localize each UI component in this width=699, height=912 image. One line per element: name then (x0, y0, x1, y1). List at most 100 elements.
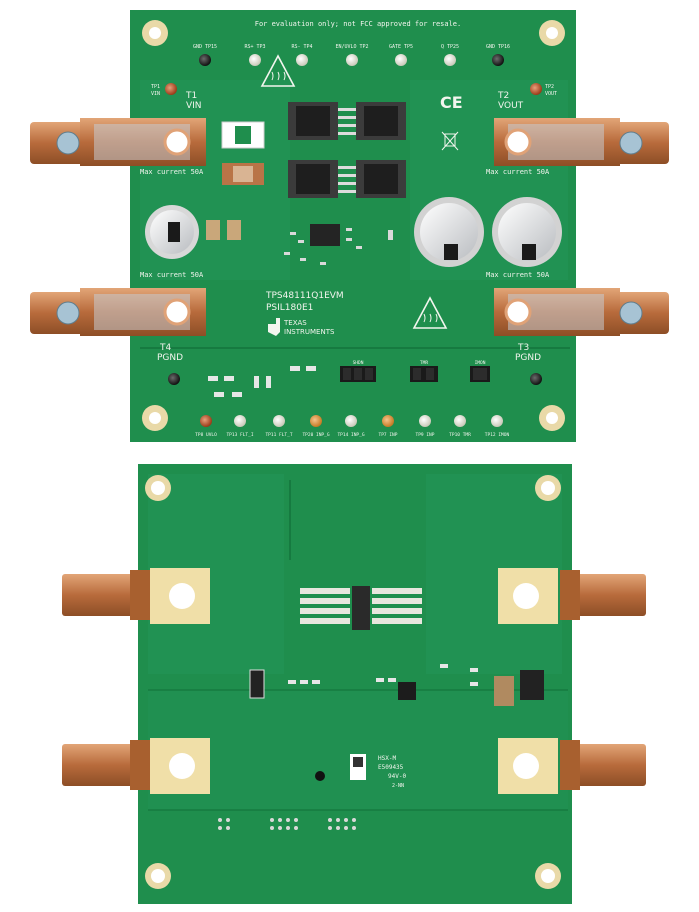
bolt-icon (619, 301, 643, 325)
test-point-label: GND TP16 (486, 44, 510, 50)
test-point-tp12-imon[interactable] (491, 415, 503, 427)
test-point-tp1-vin[interactable] (165, 83, 177, 95)
hot-surface-warning-icon (412, 296, 448, 329)
test-point-label: TP13 FLT_I (226, 432, 253, 438)
test-point-tp9-inp[interactable] (419, 415, 431, 427)
brand-line1: TEXAS (283, 319, 307, 327)
jumper-header-imon[interactable]: IMON (470, 360, 490, 382)
tp1-sub: VIN (151, 91, 160, 97)
bottom-board: HSX-M E509435 94V-0 2-NN (62, 464, 646, 904)
weee-bin-icon (441, 131, 459, 151)
evaluation-notice: For evaluation only; not FCC approved fo… (255, 20, 462, 28)
test-point-label: TP11 FLT_T (265, 432, 292, 438)
bus-bar-t1 (30, 118, 206, 166)
mosfet-thermal-pads (300, 586, 422, 630)
test-point-tp14-inp-g[interactable] (345, 415, 357, 427)
mosfet-array (288, 102, 406, 198)
test-point-tp7-inp[interactable] (382, 415, 394, 427)
ceramic-capacitor-c17 (206, 220, 220, 240)
top-mounting-holes (142, 20, 565, 431)
terminal-t4-sub: PGND (157, 353, 183, 363)
test-point-gnd-tp15[interactable] (199, 54, 211, 66)
bus-pad-bl (150, 738, 210, 794)
test-point-en-uvlo-tp2[interactable] (346, 54, 358, 66)
test-point-label: TP9 INP (416, 432, 435, 438)
test-point-gnd-left[interactable] (168, 373, 180, 385)
via-cluster (218, 818, 356, 830)
test-point-label: RS- TP4 (291, 44, 312, 50)
max-current-label: Max current 50A (140, 271, 204, 279)
bolt-icon (56, 301, 80, 325)
test-point-label: GND TP15 (193, 44, 217, 50)
test-point-q-tp25[interactable] (444, 54, 456, 66)
tp1-label: TP1 (151, 84, 160, 90)
test-point-rs-plus-tp3[interactable] (249, 54, 261, 66)
terminal-t1-label: T1 (185, 91, 197, 101)
test-point-gate-tp5[interactable] (395, 54, 407, 66)
ceramic-capacitor-c18 (227, 220, 241, 240)
electrolytic-capacitor-c2 (414, 197, 484, 267)
test-point-tp20-inp-g[interactable] (310, 415, 322, 427)
terminal-t4-label: T4 (159, 343, 171, 353)
component-e1 (494, 676, 514, 706)
fiducial-dot (315, 771, 325, 781)
label-hsx: HSX-M (378, 755, 396, 762)
brand-line2: INSTRUMENTS (284, 328, 335, 336)
test-point-rs-minus-tp4[interactable] (296, 54, 308, 66)
terminal-t1-sub: VIN (186, 101, 202, 111)
test-point-tp10-tmr[interactable] (454, 415, 466, 427)
part-number: TPS48111Q1EVM (265, 291, 344, 301)
pcb-code: PSIL180E1 (266, 303, 313, 313)
mounting-hole (504, 298, 532, 326)
max-current-label: Max current 50A (140, 168, 204, 176)
header-label: IMON (475, 360, 486, 366)
test-point-label: TP14 INP_G (337, 432, 364, 438)
hot-surface-warning-icon (260, 54, 296, 87)
component-q (398, 682, 416, 700)
max-current-label: Max current 50A (486, 271, 550, 279)
controller-ic (310, 224, 340, 246)
terminal-t2-label: T2 (497, 91, 509, 101)
bolt-icon (56, 131, 80, 155)
small-passives (288, 664, 478, 686)
jumper-header-tmr[interactable]: TMR (410, 360, 438, 382)
label-small: 2-NN (392, 783, 404, 789)
electrolytic-capacitor-c4 (145, 205, 199, 259)
bus-bar-t3 (494, 288, 669, 336)
bus-pad-tr (498, 568, 558, 624)
test-point-tp13-flt-i[interactable] (234, 415, 246, 427)
test-point-label: TP12 IMON (485, 432, 510, 438)
test-point-gnd-right[interactable] (530, 373, 542, 385)
test-point-label: TP7 INP (379, 432, 398, 438)
test-point-gnd-tp16[interactable] (492, 54, 504, 66)
copper-lug-br (568, 744, 646, 786)
max-current-label: Max current 50A (486, 168, 550, 176)
bus-pad-br (498, 738, 558, 794)
top-test-point-row: GND TP15 RS+ TP3 RS- TP4 EN/UVLO TP2 GAT… (193, 44, 510, 66)
test-point-label: EN/UVLO TP2 (335, 44, 368, 50)
test-point-tp11-flt-t[interactable] (273, 415, 285, 427)
test-point-tp8-uvlo[interactable] (200, 415, 212, 427)
copper-lug-tr (568, 574, 646, 616)
electrolytic-capacitor-c15 (492, 197, 562, 267)
small-passives (284, 228, 393, 265)
label-rating: 94V-0 (388, 773, 406, 780)
bus-bar-t4 (30, 288, 206, 336)
test-point-label: GATE TP5 (389, 44, 413, 50)
terminal-t3-label: T3 (517, 343, 529, 353)
bolt-icon (619, 131, 643, 155)
test-point-label: RS+ TP3 (244, 44, 265, 50)
test-point-tp2-vout[interactable] (530, 83, 542, 95)
test-point-label: TP10 TMR (449, 432, 471, 438)
test-point-label: Q TP25 (441, 44, 459, 50)
tp2-label: TP2 (545, 84, 554, 90)
mounting-hole (163, 128, 191, 156)
component-u1 (520, 670, 544, 700)
test-point-label: TP20 INP_G (302, 432, 329, 438)
test-point-label: TP8 UVLO (195, 432, 217, 438)
bottom-test-point-row: TP8 UVLO TP13 FLT_I TP11 FLT_T TP20 INP_… (195, 415, 509, 438)
jumper-header-shdn[interactable]: SHDN (340, 360, 376, 382)
copper-lug-bl (62, 744, 140, 786)
mounting-hole (163, 298, 191, 326)
